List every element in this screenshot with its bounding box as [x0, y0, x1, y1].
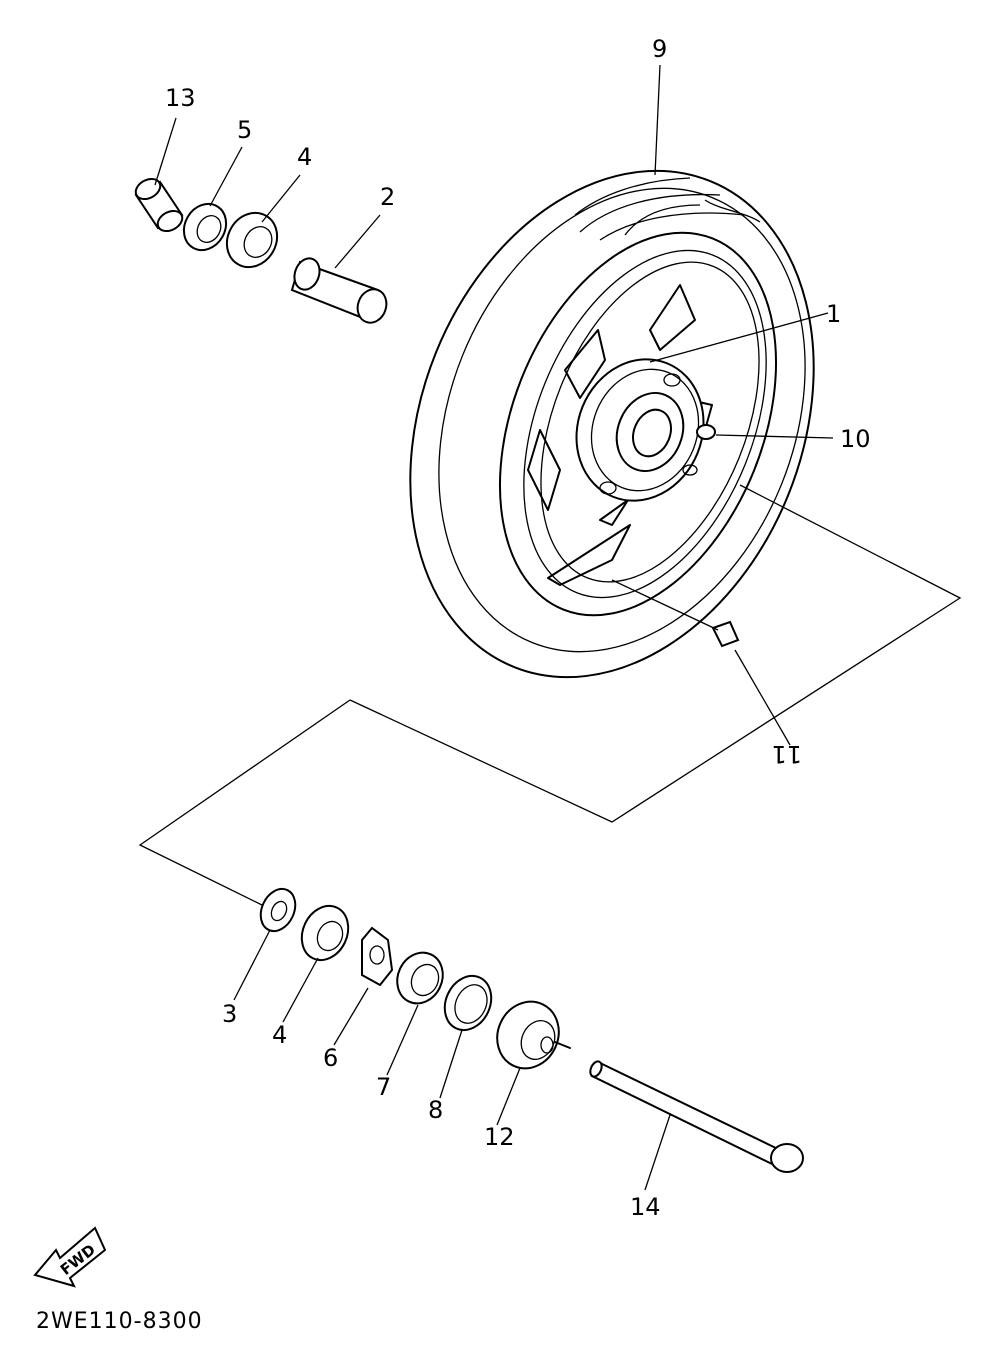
callout-8: 8	[428, 1096, 443, 1124]
callout-3: 3	[222, 1000, 237, 1028]
bearing-4-top	[225, 211, 279, 269]
callout-6: 6	[323, 1044, 338, 1072]
rim	[498, 231, 778, 617]
callout-labels: 1 2 3 4 4 5 6 7 8 9 10 11 12 13 14	[165, 35, 871, 1221]
callout-1: 1	[826, 300, 841, 328]
oil-seal-5	[182, 202, 228, 252]
spacer-2	[290, 257, 388, 324]
callout-13: 13	[165, 84, 196, 112]
oil-seal-3	[259, 887, 297, 933]
tire	[409, 169, 815, 679]
fwd-arrow-icon: FWD	[33, 1226, 107, 1288]
callout-10: 10	[840, 425, 871, 453]
assembly-guide-lines	[138, 484, 962, 906]
callout-2: 2	[380, 183, 395, 211]
washer-8	[443, 974, 493, 1032]
tire-tread	[574, 177, 761, 241]
gear-unit-12	[496, 1000, 571, 1070]
callout-4-top: 4	[297, 143, 312, 171]
wheel-assembly	[409, 169, 815, 679]
collar-13	[134, 177, 184, 233]
leader-lines	[154, 64, 834, 1191]
balance-weight	[711, 620, 740, 648]
callout-11: 11	[771, 740, 802, 768]
callout-7: 7	[376, 1073, 391, 1101]
gear-7	[396, 951, 444, 1005]
callout-4-bottom: 4	[272, 1021, 287, 1049]
callout-14: 14	[630, 1193, 661, 1221]
callout-5: 5	[237, 116, 252, 144]
rim-spokes	[527, 284, 713, 586]
valve	[696, 424, 716, 440]
callout-12: 12	[484, 1123, 515, 1151]
clutch-6	[361, 926, 394, 987]
hub	[575, 358, 705, 502]
callout-9: 9	[652, 35, 667, 63]
bearing-4-bottom	[300, 904, 350, 962]
diagram-code: 2WE110-8300	[36, 1309, 203, 1334]
axle-14	[589, 1060, 804, 1173]
